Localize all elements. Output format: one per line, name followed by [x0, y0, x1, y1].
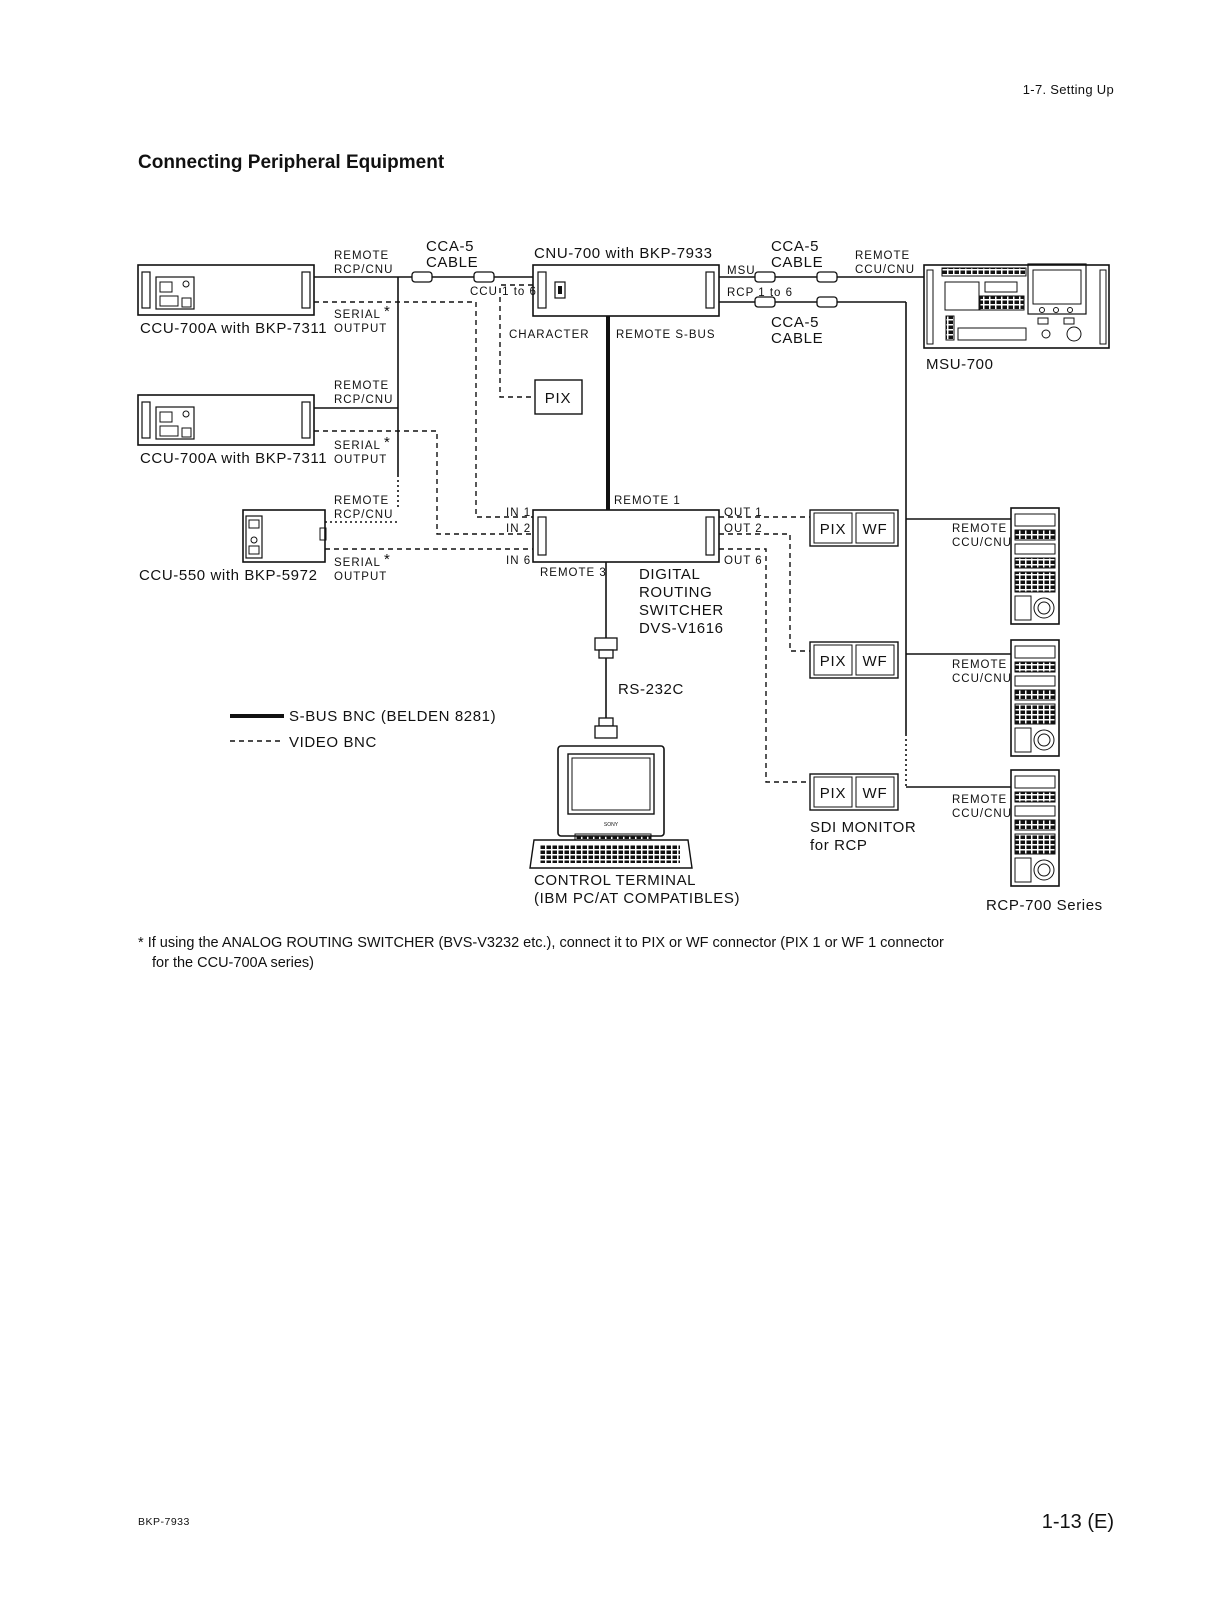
- svg-text:REMOTE: REMOTE: [334, 380, 389, 392]
- svg-text:CHARACTER: CHARACTER: [509, 329, 590, 341]
- ccu-700a-unit-2: [137, 394, 315, 446]
- svg-text:*: *: [384, 551, 390, 568]
- svg-text:OUTPUT: OUTPUT: [334, 571, 387, 583]
- diagram-legend: S-BUS BNC (BELDEN 8281) VIDEO BNC: [230, 708, 496, 751]
- rcp-700-unit-3: [1010, 769, 1060, 887]
- page-title: Connecting Peripheral Equipment: [138, 152, 445, 173]
- svg-text:DVS-V1616: DVS-V1616: [639, 620, 724, 637]
- svg-text:RCP 1 to 6: RCP 1 to 6: [727, 287, 793, 299]
- svg-text:for RCP: for RCP: [810, 837, 868, 854]
- rs232c-label: RS-232C: [618, 681, 684, 698]
- svg-text:RCP/CNU: RCP/CNU: [334, 509, 393, 521]
- page-number: 1-13 (E): [1041, 1511, 1114, 1533]
- svg-text:WF: WF: [863, 785, 888, 802]
- svg-text:REMOTE 1: REMOTE 1: [614, 495, 681, 507]
- svg-text:REMOTE: REMOTE: [855, 250, 910, 262]
- ccu-550-unit: [242, 509, 327, 563]
- svg-text:REMOTE 3: REMOTE 3: [540, 567, 607, 579]
- msu-700-unit: [923, 263, 1110, 349]
- svg-text:*: *: [384, 303, 390, 320]
- svg-text:ROUTING: ROUTING: [639, 584, 712, 601]
- ccu3-label: CCU-550 with BKP-5972: [139, 567, 318, 584]
- svg-text:SERIAL: SERIAL: [334, 309, 381, 321]
- svg-text:PIX: PIX: [820, 521, 847, 538]
- cca5-label-c: CCA-5: [771, 314, 819, 331]
- footer-model: BKP-7933: [138, 1516, 190, 1528]
- footnote-mark: *: [138, 935, 144, 951]
- cnu-label: CNU-700 with BKP-7933: [534, 245, 713, 262]
- diagram-labels: CCU-700A with BKP-7311 CCU-700A with BKP…: [139, 238, 1103, 914]
- svg-text:OUTPUT: OUTPUT: [334, 454, 387, 466]
- svg-text:CABLE: CABLE: [771, 254, 823, 271]
- svg-text:REMOTE: REMOTE: [952, 659, 1007, 671]
- svg-text:PIX: PIX: [820, 653, 847, 670]
- connection-diagram: PIX PIX WF PIX WF PIX WF SONY: [137, 238, 1110, 914]
- svg-text:CABLE: CABLE: [426, 254, 478, 271]
- svg-text:REMOTE: REMOTE: [334, 250, 389, 262]
- svg-text:REMOTE: REMOTE: [334, 495, 389, 507]
- cca5-label-a: CCA-5: [426, 238, 474, 255]
- ccu-700a-unit-1: [137, 264, 315, 316]
- svg-text:(IBM PC/AT COMPATIBLES): (IBM PC/AT COMPATIBLES): [534, 890, 740, 907]
- cca5-label-b: CCA-5: [771, 238, 819, 255]
- pix-wf-monitor-2: PIX WF: [809, 641, 899, 679]
- svg-text:WF: WF: [863, 521, 888, 538]
- footnote-line-1: * If using the ANALOG ROUTING SWITCHER (…: [138, 935, 944, 951]
- svg-text:IN 6: IN 6: [506, 555, 531, 567]
- svg-text:OUT 6: OUT 6: [724, 555, 763, 567]
- svg-text:PIX: PIX: [820, 785, 847, 802]
- footnote-line-2: for the CCU-700A series): [152, 955, 314, 971]
- svg-text:IN 2: IN 2: [506, 523, 531, 535]
- pix-label: PIX: [545, 390, 572, 407]
- monitor-brand-logo: SONY: [604, 822, 619, 828]
- cca5-cable-plugs: [411, 271, 838, 308]
- rcp-700-unit-2: [1010, 639, 1060, 757]
- svg-text:SWITCHER: SWITCHER: [639, 602, 724, 619]
- svg-text:CCU/CNU: CCU/CNU: [952, 673, 1012, 685]
- routing-switcher-unit: [532, 509, 720, 563]
- ccu1-label: CCU-700A with BKP-7311: [140, 320, 327, 337]
- msu-label: MSU-700: [926, 356, 994, 373]
- sdi-monitor-label: SDI MONITOR: [810, 819, 916, 836]
- svg-text:RCP/CNU: RCP/CNU: [334, 394, 393, 406]
- rs232c-connectors: [594, 637, 618, 739]
- svg-text:SERIAL: SERIAL: [334, 440, 381, 452]
- svg-text:CCU/CNU: CCU/CNU: [855, 264, 915, 276]
- svg-text:RCP/CNU: RCP/CNU: [334, 264, 393, 276]
- section-header: 1-7. Setting Up: [1022, 82, 1114, 97]
- svg-text:OUT 1: OUT 1: [724, 507, 763, 519]
- pix-wf-monitor-3: PIX WF: [809, 773, 899, 811]
- switcher-label: DIGITAL: [639, 566, 700, 583]
- svg-text:OUTPUT: OUTPUT: [334, 323, 387, 335]
- svg-text:SERIAL: SERIAL: [334, 557, 381, 569]
- svg-text:*: *: [384, 434, 390, 451]
- svg-text:REMOTE: REMOTE: [952, 794, 1007, 806]
- rcp-700-unit-1: [1010, 507, 1060, 625]
- svg-text:WF: WF: [863, 653, 888, 670]
- control-terminal: SONY: [529, 745, 693, 869]
- svg-text:OUT 2: OUT 2: [724, 523, 763, 535]
- terminal-label: CONTROL TERMINAL: [534, 872, 696, 889]
- legend-sbus-label: S-BUS BNC (BELDEN 8281): [289, 708, 496, 725]
- pix-box-character: PIX: [534, 379, 583, 415]
- legend-video-label: VIDEO BNC: [289, 734, 377, 751]
- ccu2-label: CCU-700A with BKP-7311: [140, 450, 327, 467]
- svg-text:IN 1: IN 1: [506, 507, 531, 519]
- svg-text:MSU: MSU: [727, 265, 756, 277]
- svg-text:REMOTE S-BUS: REMOTE S-BUS: [616, 329, 716, 341]
- video-cable-lines: [314, 284, 810, 783]
- rcp-series-label: RCP-700 Series: [986, 897, 1103, 914]
- svg-text:CCU/CNU: CCU/CNU: [952, 808, 1012, 820]
- svg-text:REMOTE: REMOTE: [952, 523, 1007, 535]
- cnu-700-unit: [532, 264, 720, 317]
- pix-wf-monitor-1: PIX WF: [809, 509, 899, 547]
- svg-text:CCU/CNU: CCU/CNU: [952, 537, 1012, 549]
- svg-text:CABLE: CABLE: [771, 330, 823, 347]
- svg-text:CCU 1 to 6: CCU 1 to 6: [470, 286, 537, 298]
